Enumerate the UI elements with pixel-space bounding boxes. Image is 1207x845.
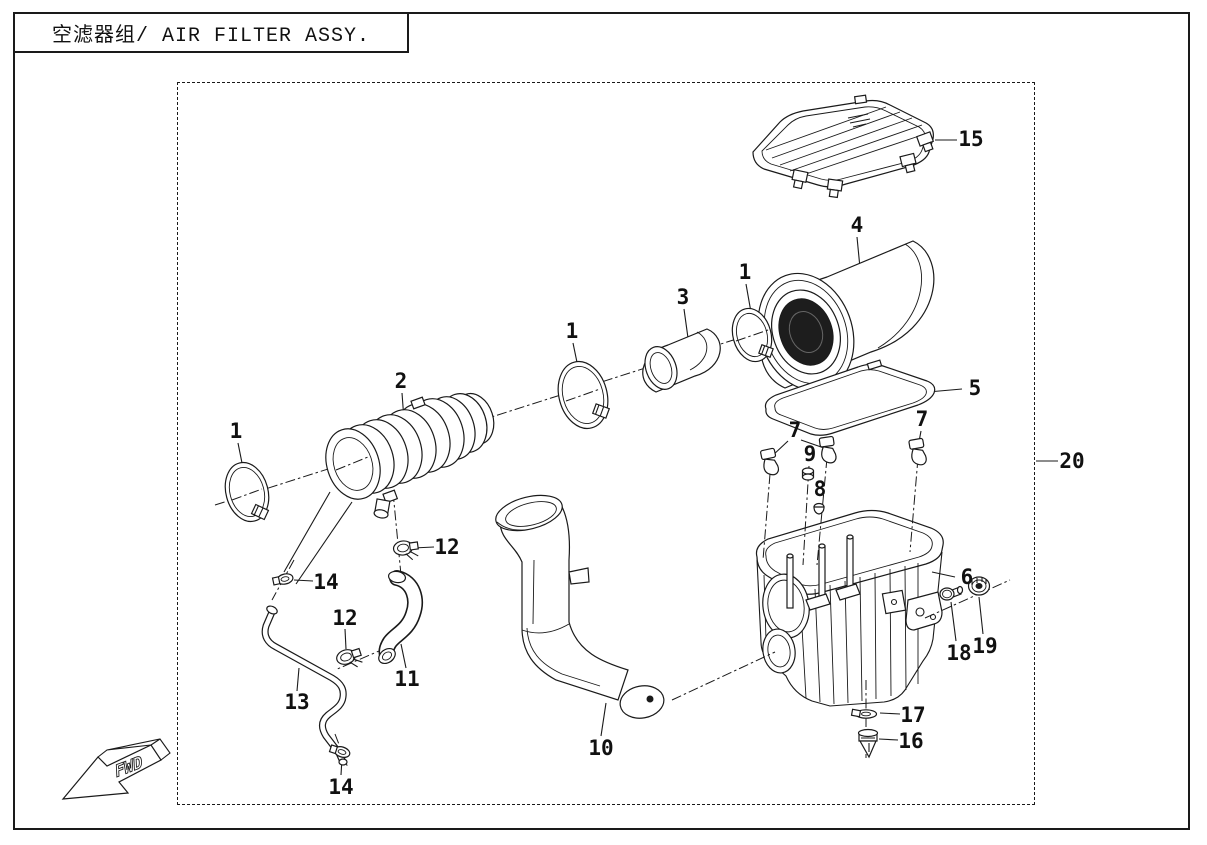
callout-20: 20 [1059, 449, 1084, 473]
part-10-snorkel-drawing [495, 494, 665, 719]
part-12-clamp-drawings [336, 540, 419, 668]
part-2-intake-duct-drawing [325, 392, 495, 519]
part-7-clip-drawings [760, 435, 927, 476]
callout-19: 19 [972, 634, 997, 658]
callout-13: 13 [284, 690, 309, 714]
callout-6: 6 [961, 565, 974, 589]
part-1-clamp-c-drawing [731, 307, 774, 363]
part-13-hose-drawing [261, 605, 348, 766]
callout-1b: 1 [566, 319, 579, 343]
callout-1a: 1 [739, 260, 752, 284]
part-1-clamp-a-drawing [224, 461, 270, 523]
callout-17: 17 [900, 703, 925, 727]
callout-7a: 7 [789, 418, 802, 442]
airbox-studs [786, 534, 861, 611]
fwd-direction-arrow: FWD [61, 738, 171, 800]
callout-8: 8 [814, 477, 827, 501]
callout-15: 15 [958, 127, 983, 151]
part-6-airbox-drawing [755, 509, 944, 707]
page-title: 空滤器组/ AIR FILTER ASSY. [51, 24, 371, 48]
part-18-bolt-drawing [939, 585, 964, 601]
callout-10: 10 [588, 736, 613, 760]
callout-7b: 7 [916, 407, 929, 431]
part-17-clamp-drawing [850, 708, 878, 719]
callout-9: 9 [804, 442, 817, 466]
callout-4: 4 [851, 213, 864, 237]
assembly-boundary-box [177, 82, 1035, 805]
callout-2: 2 [395, 369, 408, 393]
callout-11: 11 [394, 667, 419, 691]
callout-3: 3 [677, 285, 690, 309]
callout-14b: 14 [328, 775, 353, 799]
part-19-grommet-drawing [967, 576, 991, 596]
drawing-sheet-border [13, 12, 1190, 830]
part-16-drain-plug-drawing [857, 728, 879, 759]
callout-12a: 12 [434, 535, 459, 559]
callout-14a: 14 [313, 570, 338, 594]
callout-labels: 15 4 1 3 1 2 1 5 7 7 9 8 20 12 14 12 11 … [230, 127, 1085, 799]
part-8-washer-drawing [813, 502, 825, 515]
part-5-gasket-drawing [764, 359, 936, 436]
callout-5: 5 [969, 376, 982, 400]
part-11-elbow-hose-drawing [378, 570, 423, 665]
callout-12b: 12 [332, 606, 357, 630]
part-3-connector-tube-drawing [642, 328, 721, 393]
callout-18: 18 [946, 641, 971, 665]
callout-1c: 1 [230, 419, 243, 443]
title-block: 空滤器组/ AIR FILTER ASSY. [13, 12, 409, 53]
part-1-clamp-b-drawing [557, 360, 611, 430]
part-9-nut-drawing [801, 467, 815, 481]
callout-16: 16 [898, 729, 923, 753]
part-14-clip-drawings [271, 573, 351, 758]
part-15-cover-drawing [752, 94, 935, 199]
part-4-filter-element-drawing [757, 240, 935, 392]
